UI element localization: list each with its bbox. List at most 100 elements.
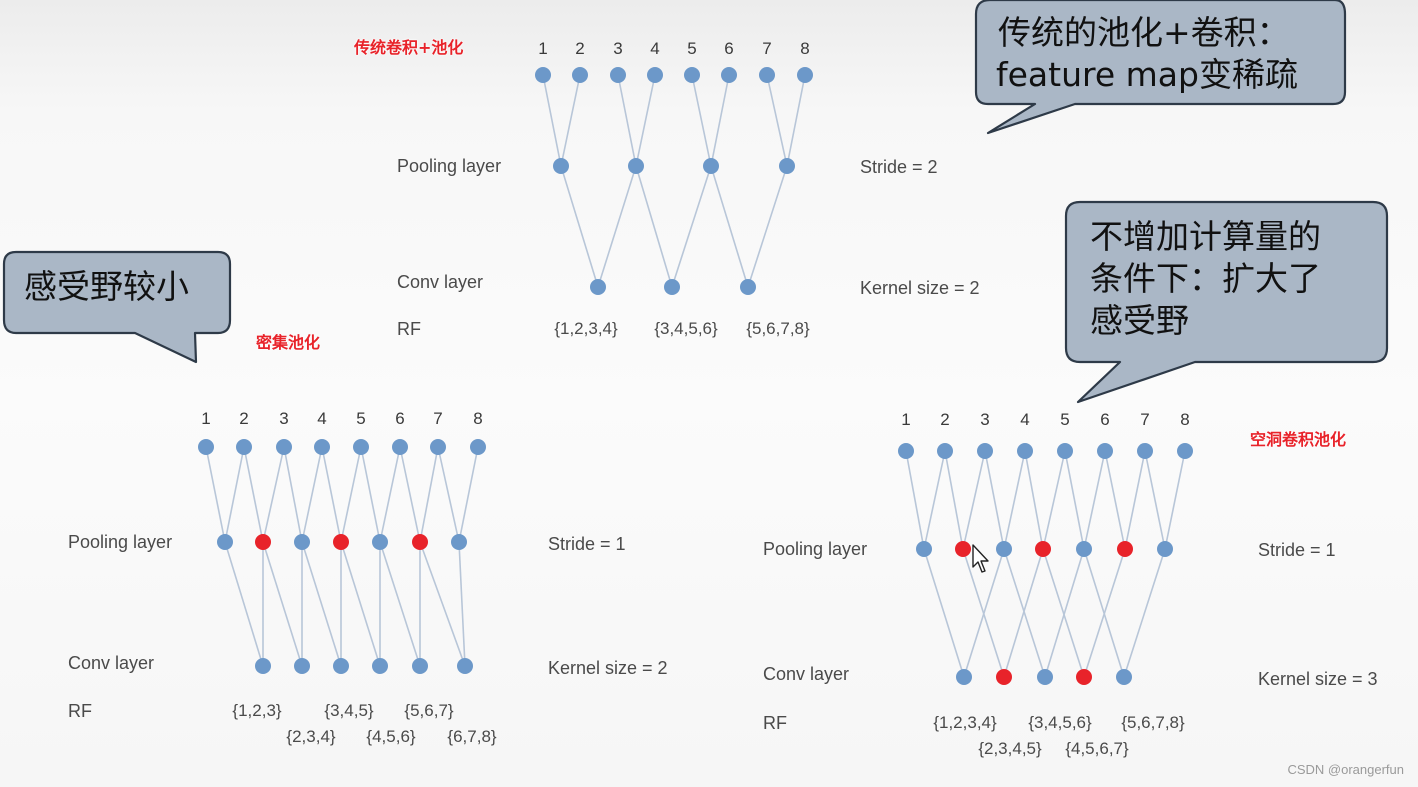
dilated-conv-label: Conv layer [763,664,850,684]
dilated-rf-value: {4,5,6,7} [1065,739,1129,758]
node [1097,443,1113,459]
mouse-cursor-icon [972,544,989,573]
node [430,439,446,455]
dilated-input-number: 6 [1100,410,1110,429]
node [553,158,569,174]
connection-line [1083,548,1125,678]
dense-rf-value: {3,4,5} [324,701,374,720]
connection-line [766,74,788,167]
trad-input-number: 4 [650,39,660,58]
connection-line [1044,548,1085,678]
node [590,279,606,295]
dense-kernel: Kernel size = 2 [548,658,668,678]
connection-line [1003,548,1046,678]
node [372,534,388,550]
connection-line [1042,450,1066,550]
title-dilated: 空洞卷积池化 [1250,430,1347,449]
trad-pooling-label: Pooling layer [397,156,502,176]
node [996,541,1012,557]
trad-kernel: Kernel size = 2 [860,278,980,298]
bubble-right-line-2: 条件下：扩大了 [1090,259,1321,298]
connection-line [1064,450,1085,550]
trad-rf-value: {5,6,7,8} [746,319,810,338]
node [1116,669,1132,685]
dense-input-number: 6 [395,409,405,428]
connection-line [301,541,342,667]
connection-line [710,74,730,167]
connection-line [962,450,986,550]
trad-input-number: 8 [800,39,810,58]
speech-bubble [2,250,232,364]
node [294,658,310,674]
connection-line [262,446,285,543]
node [451,534,467,550]
node-red [1076,669,1092,685]
node [703,158,719,174]
trad-input-number: 1 [538,39,548,58]
node [898,443,914,459]
connection-line [1123,548,1166,678]
connection-line [747,165,788,288]
node [372,658,388,674]
node-red [412,534,428,550]
trad-input-number: 6 [724,39,734,58]
dilated-input-number: 4 [1020,410,1030,429]
trad-input-number: 3 [613,39,623,58]
connection-line [962,548,1005,678]
connection-line [905,450,925,550]
node [276,439,292,455]
connection-line [419,446,439,543]
dilated-rf-label: RF [763,713,787,733]
connection-line [542,74,562,167]
node [937,443,953,459]
node [1157,541,1173,557]
node [684,67,700,83]
connection-line [1144,450,1166,550]
speech-bubble [1064,200,1389,404]
node [353,439,369,455]
dense-rf-value: {2,3,4} [286,727,336,746]
node [392,439,408,455]
connection-line [283,446,303,543]
connection-line [262,541,303,667]
connection-line [1083,450,1106,550]
connection-line [944,450,964,550]
node [314,439,330,455]
dense-stride: Stride = 1 [548,534,626,554]
dilated-rf-value: {2,3,4,5} [978,739,1042,758]
node [977,443,993,459]
node [470,439,486,455]
node [217,534,233,550]
dense-conv-label: Conv layer [68,653,155,673]
connection-line [984,450,1005,550]
trad-conv-label: Conv layer [397,272,484,292]
connection-line [1003,548,1044,678]
dense-input-number: 8 [473,409,483,428]
node [1076,541,1092,557]
dense-rf-value: {5,6,7} [404,701,454,720]
connection-line [379,541,421,667]
node-red [255,534,271,550]
node [759,67,775,83]
connection-line [205,446,226,543]
dilated-pooling-label: Pooling layer [763,539,868,559]
bubble-left-line-1: 感受野较小 [24,267,189,306]
node [1137,443,1153,459]
trad-rf-value: {1,2,3,4} [554,319,618,338]
connection-line [437,446,460,543]
connection-line [224,446,245,543]
dilated-input-number: 8 [1180,410,1190,429]
connection-line [458,446,479,543]
dilated-input-number: 7 [1140,410,1150,429]
connection-line [597,165,637,288]
connection-line [635,74,656,167]
node [779,158,795,174]
dense-pooling-label: Pooling layer [68,532,173,552]
connection-line [560,165,599,288]
node-red [1117,541,1133,557]
dense-rf-value: {4,5,6} [366,727,416,746]
trad-input-number: 5 [687,39,697,58]
node [1177,443,1193,459]
